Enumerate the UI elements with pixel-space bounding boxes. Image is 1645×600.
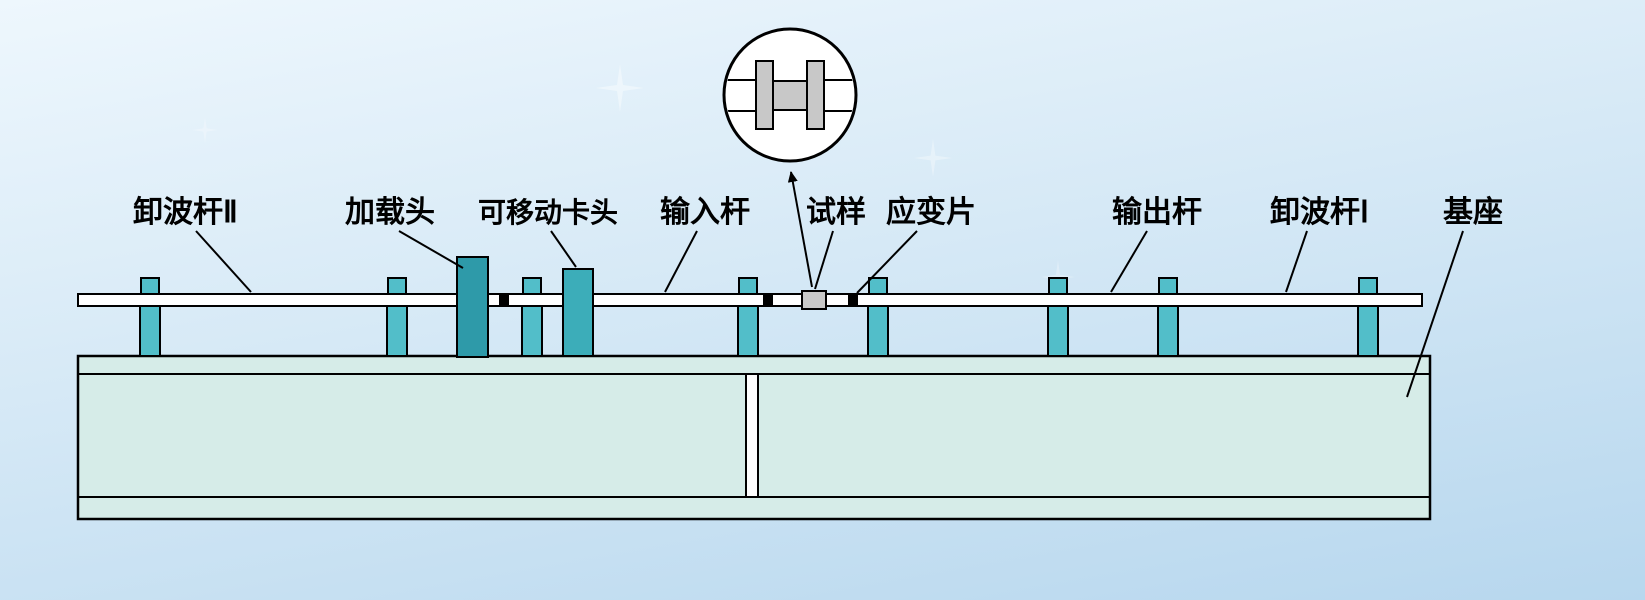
detail-output-bar-end [821,79,854,112]
bearing-support-cap [1358,277,1378,295]
label-input-bar: 输入杆 [660,196,750,229]
detail-specimen-left-flange [755,60,774,130]
specimen-main-view [801,290,827,310]
label-output-bar: 输出杆 [1112,196,1202,229]
base-assembly [76,354,1432,521]
label-loading-head: 加载头 [345,196,435,229]
base-middle-joint [745,373,759,498]
label-strain-gauge: 应变片 [886,195,976,229]
detail-specimen-web [770,80,810,111]
detail-contents [726,60,854,130]
label-specimen: 试样 [806,196,866,229]
bearing-support-cap [738,277,758,295]
detail-zoom-arrow [787,171,813,288]
bar-train [77,256,1423,358]
loading-head-block [456,256,489,358]
leader-unload-bar-2 [195,230,252,293]
leader-base [1406,230,1464,398]
bearing-support-post [1357,305,1379,357]
leader-strain-gauge [856,230,918,294]
detail-inset [722,27,858,288]
leader-specimen [814,230,834,290]
leader-lines [195,230,1464,398]
detail-input-bar-end [726,79,759,112]
sparkle-icon [191,116,219,144]
label-base: 基座 [1443,195,1503,229]
labels-layer: 卸波杆Ⅱ 加载头 可移动卡头 输入杆 试样 应变片 输出杆 卸波杆Ⅰ 基座 [133,195,1503,229]
bearing-support-cap [387,277,407,295]
bearing-support-post [139,305,161,357]
leader-input-bar [664,230,698,293]
background-sparkles [191,64,1075,294]
label-movable-chuck: 可移动卡头 [478,197,618,228]
leader-loading-head [398,230,464,269]
bearing-support-post [521,305,543,357]
label-unload-bar-2: 卸波杆Ⅱ [133,196,238,229]
sparkle-icon [596,64,644,112]
leader-unload-bar-1 [1285,230,1308,293]
bearing-support-post [867,305,889,357]
bearing-support-cap [1158,277,1178,295]
bearing-support-cap [1048,277,1068,295]
bearing-support-cap [522,277,542,295]
pressure-bar-rod [77,293,1423,307]
collar-mark [499,295,509,305]
bearing-support-post [1047,305,1069,357]
bearing-support-post [386,305,408,357]
strain-gauge-mark-output [848,295,858,305]
leader-output-bar [1110,230,1148,293]
bearing-support-post [1157,305,1179,357]
detail-specimen-right-flange [806,60,825,130]
bearing-support-post [737,305,759,357]
bearing-support-cap [140,277,160,295]
sparkle-icon [913,138,953,178]
leader-movable-chuck [550,230,577,268]
strain-gauge-mark-input [763,295,773,305]
movable-chuck-block [562,268,594,357]
bearing-supports [139,277,1379,357]
bearing-support-cap [868,277,888,295]
label-unload-bar-1: 卸波杆Ⅰ [1270,196,1369,229]
